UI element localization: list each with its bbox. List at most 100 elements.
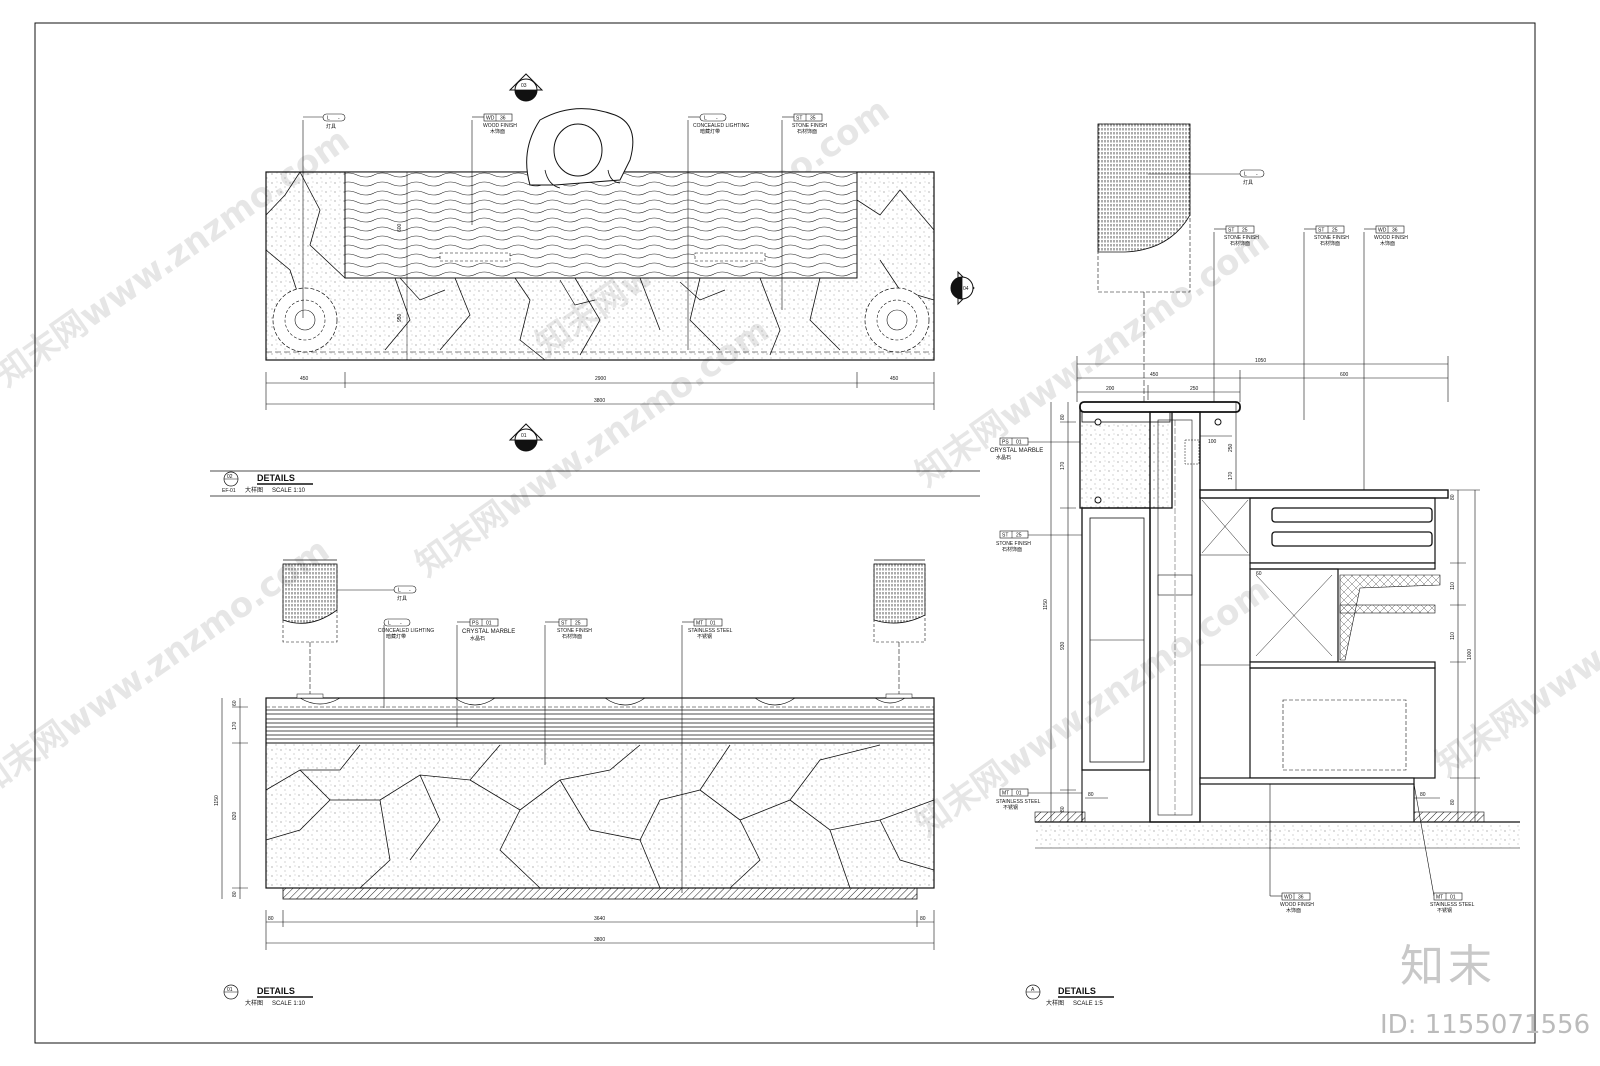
svg-text:L: L xyxy=(398,588,401,594)
section-dim: 930 xyxy=(1060,641,1066,650)
section-dim: 450 xyxy=(1150,372,1159,378)
section-dim: 200 xyxy=(1106,386,1115,392)
svg-text:PS: PS xyxy=(472,621,479,627)
svg-text:STAINLESS STEEL: STAINLESS STEEL xyxy=(996,799,1041,805)
svg-text:WD: WD xyxy=(1284,895,1293,901)
svg-text:EF-01: EF-01 xyxy=(222,488,236,494)
section-dim: 170 xyxy=(1060,461,1066,470)
svg-text:木饰面: 木饰面 xyxy=(1380,240,1395,247)
plan-view: 600 950 450 2900 450 3800 xyxy=(265,108,935,410)
svg-text:36: 36 xyxy=(1298,895,1304,901)
svg-text:01: 01 xyxy=(227,987,233,993)
svg-text:DETAILS: DETAILS xyxy=(257,986,295,996)
section-tag-stone-2: ST 25 STONE FINISH 石材饰面 xyxy=(1304,225,1349,247)
elev-dim: 3640 xyxy=(594,916,605,922)
svg-text:36: 36 xyxy=(1392,228,1398,234)
brand-logo: 知末 xyxy=(1400,941,1496,992)
elev-dim: 3800 xyxy=(594,937,605,943)
section-dim: 600 xyxy=(1340,372,1349,378)
svg-text:石材饰面: 石材饰面 xyxy=(1230,240,1250,247)
plan-dim: 950 xyxy=(397,313,403,322)
svg-text:STAINLESS STEEL: STAINLESS STEEL xyxy=(688,628,733,634)
elev-dim: 820 xyxy=(232,811,238,820)
svg-text:DETAILS: DETAILS xyxy=(257,473,295,483)
sheet-border xyxy=(34,22,1536,1044)
svg-text:暗藏灯带: 暗藏灯带 xyxy=(700,128,720,135)
section-tag-wood-2: WD 36 WOOD FINISH 木饰面 xyxy=(1270,892,1314,914)
svg-text:ST: ST xyxy=(1002,533,1008,539)
svg-text:STONE FINISH: STONE FINISH xyxy=(557,628,592,634)
svg-text:暗藏灯带: 暗藏灯带 xyxy=(386,633,406,640)
section-tag-wood: WD 36 WOOD FINISH 木饰面 xyxy=(1364,225,1408,247)
svg-text:CONCEALED LIGHTING: CONCEALED LIGHTING xyxy=(378,628,434,634)
section-dim: 100 xyxy=(1208,439,1217,445)
svg-text:MT: MT xyxy=(696,621,703,627)
svg-text:水晶石: 水晶石 xyxy=(470,635,485,642)
plan-dim: 3800 xyxy=(594,398,605,404)
image-id-label: ID: 1155071556 xyxy=(1380,1010,1591,1040)
section-dim: 110 xyxy=(1450,582,1456,590)
svg-text:SCALE 1:5: SCALE 1:5 xyxy=(1073,1001,1103,1007)
plan-title-block: 02 EF-01 DETAILS 大样图 SCALE 1:10 xyxy=(210,470,980,497)
svg-text:-: - xyxy=(716,116,718,122)
plan-tag-light: L - 灯具 xyxy=(303,113,346,130)
section-marker-04: 04 xyxy=(950,270,975,306)
section-dim: 80 xyxy=(1450,799,1456,805)
svg-text:石材饰面: 石材饰面 xyxy=(1002,546,1022,553)
section-dim: 250 xyxy=(1228,443,1234,452)
svg-text:25: 25 xyxy=(1016,533,1022,539)
svg-text:-: - xyxy=(338,116,340,122)
svg-text:04: 04 xyxy=(963,286,969,292)
plan-dim: 2900 xyxy=(595,376,606,382)
svg-text:L: L xyxy=(327,116,330,122)
plan-tag-stone: ST 35 STONE FINISH 石材饰面 xyxy=(782,113,827,135)
svg-text:STONE FINISH: STONE FINISH xyxy=(792,123,827,129)
svg-text:-: - xyxy=(1256,172,1258,178)
svg-text:ST: ST xyxy=(1228,228,1234,234)
svg-text:PS: PS xyxy=(1002,440,1009,446)
svg-text:不锈钢: 不锈钢 xyxy=(1003,804,1018,811)
svg-text:水晶石: 水晶石 xyxy=(996,454,1011,461)
svg-text:25: 25 xyxy=(575,621,581,627)
svg-text:L: L xyxy=(388,621,391,627)
svg-text:WOOD FINISH: WOOD FINISH xyxy=(1280,902,1314,908)
elev-dim: 1150 xyxy=(214,795,220,806)
person-figure-icon xyxy=(526,108,634,189)
svg-text:-: - xyxy=(409,588,411,594)
svg-text:01: 01 xyxy=(521,433,527,439)
svg-text:01: 01 xyxy=(486,621,492,627)
elev-dim: 80 xyxy=(268,916,274,922)
svg-text:35: 35 xyxy=(810,116,816,122)
plan-dim: 450 xyxy=(890,376,899,382)
svg-text:MT: MT xyxy=(1002,791,1009,797)
section-dim: 1150 xyxy=(1043,599,1049,610)
svg-text:大样图: 大样图 xyxy=(245,999,263,1007)
section-tag-stainless-2: MT 01 STAINLESS STEEL 不锈钢 xyxy=(1430,892,1475,914)
svg-text:STAINLESS STEEL: STAINLESS STEEL xyxy=(1430,902,1475,908)
svg-text:01: 01 xyxy=(1016,440,1022,446)
elev-dim: 60 xyxy=(232,700,238,706)
section-dim: 80 xyxy=(1088,792,1094,798)
svg-text:石材饰面: 石材饰面 xyxy=(1320,240,1340,247)
section-dim: 170 xyxy=(1228,471,1234,480)
elev-tag-stone: ST 25 STONE FINISH 石材饰面 xyxy=(545,618,592,640)
svg-text:01: 01 xyxy=(1016,791,1022,797)
elev-tag-stainless: MT 01 STAINLESS STEEL 不锈钢 xyxy=(682,618,733,640)
section-tag-stone-3: ST 25 STONE FINISH 石材饰面 xyxy=(996,530,1031,553)
section-dim: 1050 xyxy=(1255,358,1266,364)
svg-text:石材饰面: 石材饰面 xyxy=(562,633,582,640)
svg-text:灯具: 灯具 xyxy=(1243,179,1253,186)
section-dim: 80 xyxy=(1060,806,1066,812)
elev-tag-light: L - 灯具 xyxy=(393,585,417,602)
svg-text:CONCEALED LIGHTING: CONCEALED LIGHTING xyxy=(693,123,749,129)
section-dim: 80 xyxy=(1450,494,1456,500)
svg-text:-: - xyxy=(400,621,402,627)
svg-text:MT: MT xyxy=(1436,895,1443,901)
svg-text:不锈钢: 不锈钢 xyxy=(697,633,712,640)
svg-text:25: 25 xyxy=(1332,228,1338,234)
svg-text:木饰面: 木饰面 xyxy=(490,128,505,135)
elev-tag-crystal-marble: PS 01 CRYSTAL MARBLE 水晶石 xyxy=(457,618,515,642)
section-dim: 110 xyxy=(1450,632,1456,640)
section-marker-01: 01 xyxy=(508,423,544,452)
